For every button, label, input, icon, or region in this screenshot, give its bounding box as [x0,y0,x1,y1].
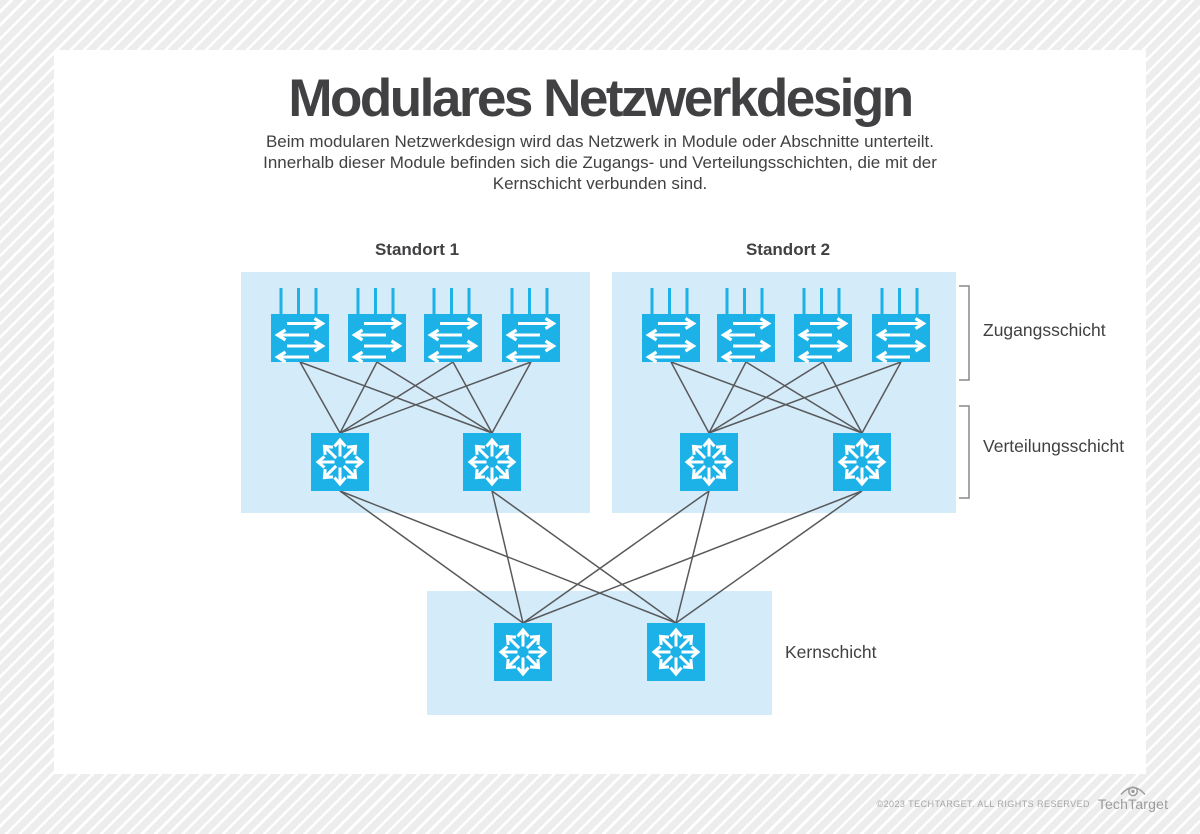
access-switch-icon [642,288,700,364]
multilayer-switch-icon [311,433,369,491]
multilayer-switch-icon [680,433,738,491]
site-panel [612,272,956,513]
access-switch-icon [348,288,406,364]
access-switch-icon [872,288,930,364]
core-panel [427,591,772,715]
access-switch-icon [717,288,775,364]
access-switch-icon [502,288,560,364]
access-switch-icon [271,288,329,364]
site-panel [241,272,590,513]
multilayer-switch-icon [647,623,705,681]
access-switch-icon [424,288,482,364]
layer-bracket [959,405,970,499]
multilayer-switch-icon [463,433,521,491]
multilayer-switch-icon [833,433,891,491]
layer-bracket [959,285,970,381]
brand-text: TechTarget [1097,796,1169,812]
connection-lines [299,361,902,624]
copyright-text: ©2023 TECHTARGET. ALL RIGHTS RESERVED [876,799,1090,809]
techtarget-logo: TechTarget [1097,782,1169,814]
access-switch-icon [794,288,852,364]
eye-icon [1120,786,1146,797]
multilayer-switch-icon [494,623,552,681]
